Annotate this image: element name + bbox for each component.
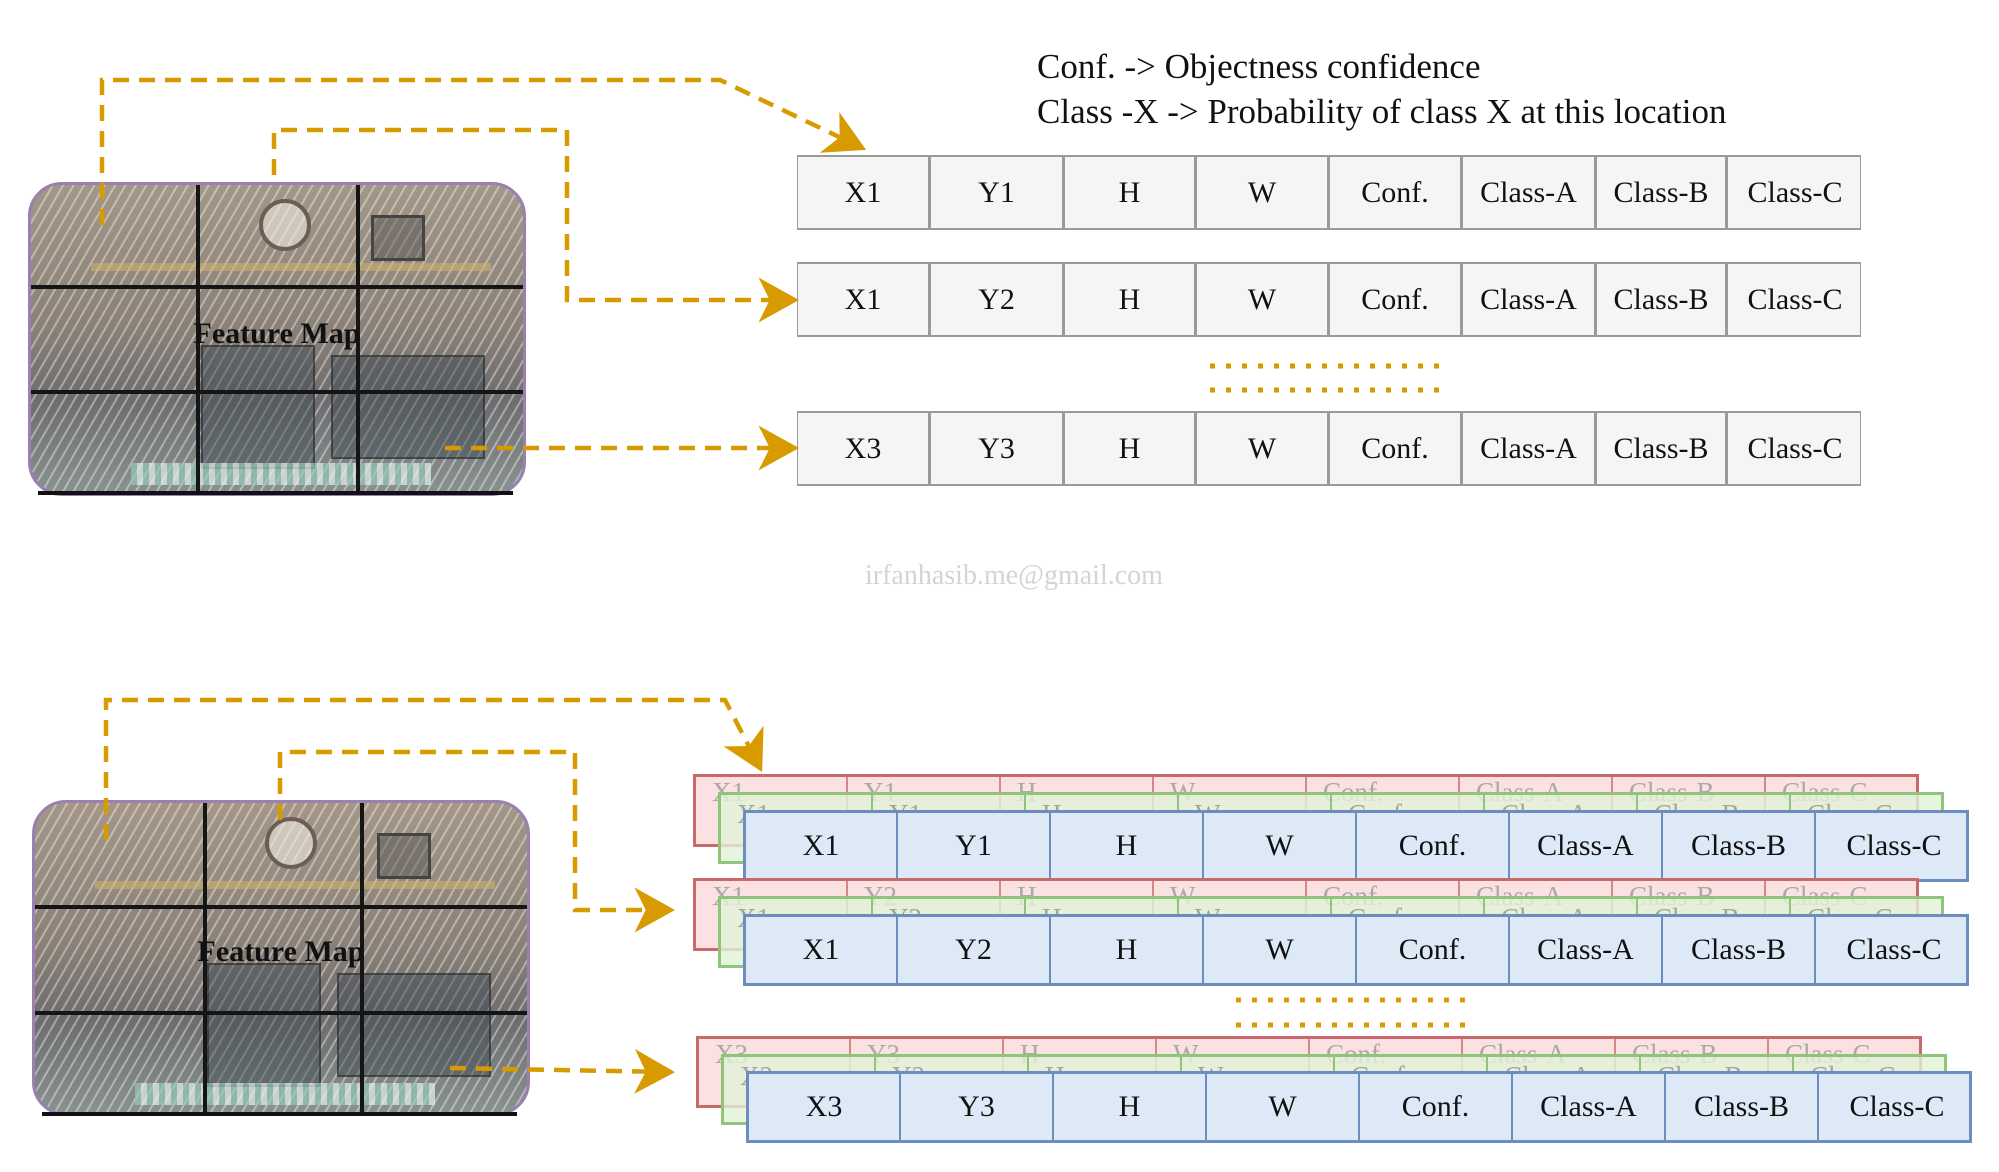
cell-y3: Y3: [901, 1074, 1054, 1140]
feature-map-label: Feature Map: [193, 317, 361, 350]
cell-x3: X3: [798, 413, 931, 484]
cell-class-a: Class-A: [1463, 413, 1597, 484]
cell-h: H: [1054, 1074, 1207, 1140]
cell-class-a: Class-A: [1510, 813, 1663, 879]
cell-class-a: Class-A: [1463, 264, 1597, 335]
cell-class-b: Class-B: [1597, 264, 1728, 335]
watermark: irfanhasib.me@gmail.com: [865, 560, 1163, 591]
cell-x1: X1: [798, 157, 931, 228]
cell-w: W: [1197, 413, 1330, 484]
cell-h: H: [1065, 264, 1197, 335]
cell-class-c: Class-C: [1747, 431, 1843, 465]
cell-w: W: [1204, 917, 1357, 983]
cell-x1: X1: [746, 813, 898, 879]
cell-conf: Conf.: [1357, 917, 1510, 983]
cell-y2: Y2: [931, 264, 1065, 335]
cell-class-c: Class-C: [1846, 829, 1942, 862]
cell-w: W: [1197, 264, 1330, 335]
feature-map-top: Feature Map: [28, 182, 526, 496]
cell-conf: Conf.: [1360, 1074, 1513, 1140]
cell-y1: Y1: [898, 813, 1051, 879]
cell-w: W: [1207, 1074, 1360, 1140]
cell-class-a: Class-A: [1463, 157, 1597, 228]
cell-class-a: Class-A: [1513, 1074, 1666, 1140]
cell-class-b: Class-B: [1663, 917, 1816, 983]
cell-w: W: [1197, 157, 1330, 228]
cell-class-c: Class-C: [1747, 175, 1843, 209]
cell-h: H: [1051, 917, 1204, 983]
feature-map-bottom: Feature Map: [32, 800, 530, 1116]
cell-h: H: [1051, 813, 1204, 879]
cell-x3: X3: [749, 1074, 901, 1140]
cell-x1: X1: [798, 264, 931, 335]
feature-map-baseline: [38, 491, 513, 495]
cell-h: H: [1065, 157, 1197, 228]
cell-conf: Conf.: [1330, 264, 1463, 335]
cell-x1: X1: [746, 917, 898, 983]
cell-conf: Conf.: [1330, 157, 1463, 228]
cell-conf: Conf.: [1330, 413, 1463, 484]
cell-class-b: Class-B: [1666, 1074, 1819, 1140]
cell-class-c: Class-C: [1846, 933, 1942, 966]
legend: Conf. -> Objectness confidence Class -X …: [1037, 44, 1727, 134]
cell-y2: Y2: [898, 917, 1051, 983]
legend-line-conf: Conf. -> Objectness confidence: [1037, 47, 1481, 86]
cell-w: W: [1204, 813, 1357, 879]
cell-class-a: Class-A: [1510, 917, 1663, 983]
cell-class-c: Class-C: [1747, 282, 1843, 316]
cell-class-c: Class-C: [1849, 1090, 1945, 1123]
cell-h: H: [1065, 413, 1197, 484]
cell-class-b: Class-B: [1597, 157, 1728, 228]
cell-y3: Y3: [931, 413, 1065, 484]
cell-class-b: Class-B: [1663, 813, 1816, 879]
legend-line-class: Class -X -> Probability of class X at th…: [1037, 92, 1727, 131]
cell-y1: Y1: [931, 157, 1065, 228]
cell-class-b: Class-B: [1597, 413, 1728, 484]
feature-map-label: Feature Map: [197, 935, 365, 968]
cell-conf: Conf.: [1357, 813, 1510, 879]
feature-map-baseline: [42, 1112, 517, 1116]
